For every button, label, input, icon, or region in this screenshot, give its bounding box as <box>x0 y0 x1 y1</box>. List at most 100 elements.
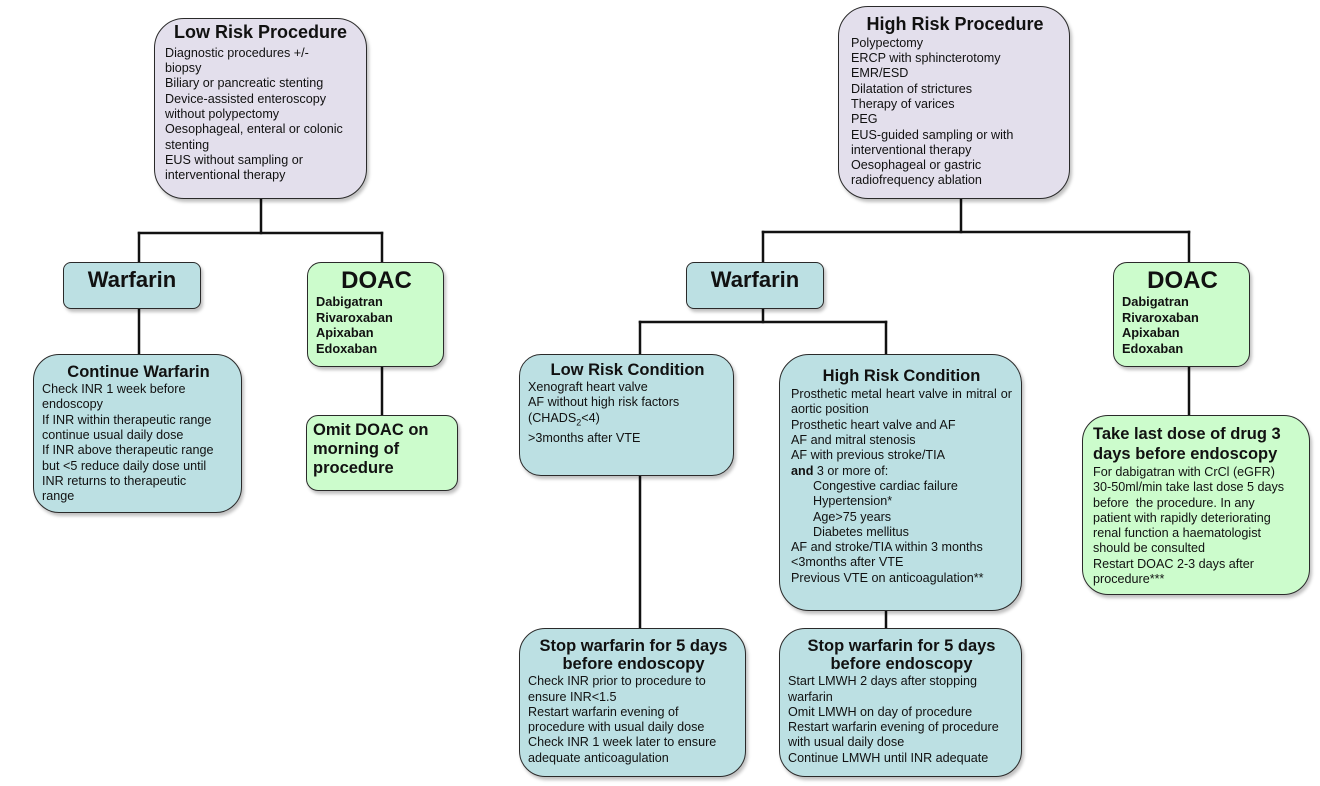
list-item: AF with previous stroke/TIA <box>791 448 945 463</box>
omit-doac-box: Omit DOAC on morning of procedure <box>306 415 458 491</box>
high-risk-doac-box: DOAC Dabigatran Rivaroxaban Apixaban Edo… <box>1113 262 1250 367</box>
list-item: Restart DOAC 2-3 days after <box>1093 556 1254 571</box>
high-risk-condition-box: High Risk Condition Prosthetic metal hea… <box>779 354 1022 611</box>
drug-item: Edoxaban <box>316 340 378 356</box>
list-item: Restart warfarin evening of <box>528 704 679 719</box>
list-item: Check INR 1 week before <box>42 382 186 397</box>
drug-item: Edoxaban <box>1122 340 1184 356</box>
high-risk-condition-title: High Risk Condition <box>822 367 981 385</box>
list-item: Oesophageal, enteral or colonic <box>165 122 343 137</box>
doac-title: DOAC <box>1147 267 1218 294</box>
stop-warfarin-title: Stop warfarin for 5 days before endoscop… <box>807 637 996 674</box>
list-item: AF and stroke/TIA within 3 months <box>791 540 983 555</box>
list-item: procedure*** <box>1093 572 1165 587</box>
high-risk-warfarin-box: Warfarin <box>686 262 824 309</box>
list-item: Biliary or pancreatic stenting <box>165 76 324 91</box>
sub-list-item: Age>75 years <box>813 509 892 524</box>
list-item: EUS without sampling or <box>165 152 303 167</box>
list-item: <3months after VTE <box>791 555 904 570</box>
list-item: 30-50ml/min take last dose 5 days <box>1093 480 1285 495</box>
sub-list-item: Diabetes mellitus <box>813 524 909 539</box>
stop-warfarin-title: Stop warfarin for 5 days before endoscop… <box>539 637 728 674</box>
doac-title: DOAC <box>341 267 412 294</box>
list-item: and 3 or more of: <box>791 464 1012 479</box>
warfarin-title: Warfarin <box>710 267 800 292</box>
list-item: (CHADS2<4) <box>528 411 727 431</box>
list-item: Prosthetic metal heart valve in mitral o… <box>791 387 1016 417</box>
list-item: AF and mitral stenosis <box>791 433 916 448</box>
drug-item: Rivaroxaban <box>1122 309 1199 325</box>
list-item: Start LMWH 2 days after stopping <box>788 674 977 689</box>
continue-warfarin-list: Check INR 1 week before endoscopy If INR… <box>42 382 235 504</box>
stop-warfarin-low-risk-box: Stop warfarin for 5 days before endoscop… <box>519 628 746 777</box>
low-risk-doac-box: DOAC Dabigatran Rivaroxaban Apixaban Edo… <box>307 262 444 367</box>
list-item: biopsy <box>165 61 202 76</box>
low-risk-procedure-title: Low Risk Procedure <box>173 22 348 42</box>
list-item: Dilatation of strictures <box>851 81 973 96</box>
list-item: Check INR prior to procedure to <box>528 674 706 689</box>
list-item: Xenograft heart valve <box>528 380 648 395</box>
list-item: Prosthetic heart valve and AF <box>791 417 956 432</box>
list-item: Omit LMWH on day of procedure <box>788 704 973 719</box>
drug-item: Dabigatran <box>316 294 383 310</box>
sub-list-item: Hypertension* <box>813 494 893 509</box>
list-item: patient with rapidly deteriorating <box>1093 510 1271 525</box>
list-item: Restart warfarin evening of procedure <box>788 720 999 735</box>
drug-item: Rivaroxaban <box>316 309 393 325</box>
doac-drug-list: Dabigatran Rivaroxaban Apixaban Edoxaban <box>1122 294 1243 356</box>
list-item: Therapy of varices <box>851 96 955 111</box>
stop-warfarin-low-list: Check INR prior to procedure to ensure I… <box>528 674 739 766</box>
list-item: adequate anticoagulation <box>528 750 669 765</box>
stop-warfarin-high-risk-box: Stop warfarin for 5 days before endoscop… <box>779 628 1022 777</box>
high-risk-procedure-title: High Risk Procedure <box>866 14 1044 34</box>
list-item: Device-assisted enteroscopy <box>165 91 326 106</box>
list-item: ERCP with sphincterotomy <box>851 51 1001 66</box>
omit-doac-title: Omit DOAC on morning of procedure <box>313 421 429 477</box>
list-item: Diagnostic procedures +/- <box>165 45 309 60</box>
list-item: renal function a haematologist <box>1093 526 1262 541</box>
low-risk-condition-box: Low Risk Condition Xenograft heart valve… <box>519 354 734 476</box>
chads-subscript: 2 <box>576 417 582 428</box>
list-item: interventional therapy <box>165 168 286 183</box>
take-last-dose-list: For dabigatran with CrCl (eGFR) 30-50ml/… <box>1093 465 1303 587</box>
list-item: >3months after VTE <box>528 430 641 445</box>
drug-item: Apixaban <box>316 325 374 341</box>
doac-drug-list: Dabigatran Rivaroxaban Apixaban Edoxaban <box>316 294 437 356</box>
drug-item: Apixaban <box>1122 325 1180 341</box>
list-item: continue usual daily dose <box>42 428 184 443</box>
list-item: with usual daily dose <box>788 735 905 750</box>
low-risk-condition-title: Low Risk Condition <box>550 361 705 379</box>
list-item: For dabigatran with CrCl (eGFR) <box>1093 465 1275 479</box>
list-item: procedure with usual daily dose <box>528 720 705 735</box>
take-last-dose-box: Take last dose of drug 3 days before end… <box>1082 415 1310 595</box>
take-last-dose-title: Take last dose of drug 3 days before end… <box>1093 425 1281 463</box>
low-risk-condition-list: Xenograft heart valve AF without high ri… <box>528 380 727 446</box>
stop-warfarin-high-list: Start LMWH 2 days after stopping warfari… <box>788 674 1015 766</box>
high-risk-procedure-list: Polypectomy ERCP with sphincterotomy EMR… <box>851 36 1059 189</box>
warfarin-title: Warfarin <box>87 267 177 292</box>
list-item: without polypectomy <box>165 106 280 121</box>
list-item: Oesophageal or gastric <box>851 158 982 173</box>
list-item: If INR within therapeutic range <box>42 412 212 427</box>
list-item: range <box>42 489 75 504</box>
chads-label: (CHADS <box>528 410 577 425</box>
list-item: but <5 reduce daily dose until <box>42 458 207 473</box>
list-item: warfarin <box>788 689 833 704</box>
continue-warfarin-title: Continue Warfarin <box>67 363 210 381</box>
list-item: EUS-guided sampling or with <box>851 127 1014 142</box>
high-risk-condition-list: Prosthetic metal heart valve in mitral o… <box>791 387 1012 586</box>
chads-threshold: <4) <box>581 410 600 425</box>
list-item: EMR/ESD <box>851 66 909 81</box>
list-item: Continue LMWH until INR adequate <box>788 750 989 765</box>
list-item: stenting <box>165 137 210 152</box>
list-item: If INR above therapeutic range <box>42 443 214 458</box>
continue-warfarin-box: Continue Warfarin Check INR 1 week befor… <box>33 354 242 513</box>
list-item: ensure INR<1.5 <box>528 689 617 704</box>
list-item: INR returns to therapeutic <box>42 473 187 488</box>
and-rest: 3 or more of: <box>813 463 889 478</box>
high-risk-procedure-box: High Risk Procedure Polypectomy ERCP wit… <box>838 6 1070 199</box>
sub-list-item: Congestive cardiac failure <box>813 478 958 493</box>
and-label: and <box>791 463 814 478</box>
list-item: Polypectomy <box>851 35 924 50</box>
